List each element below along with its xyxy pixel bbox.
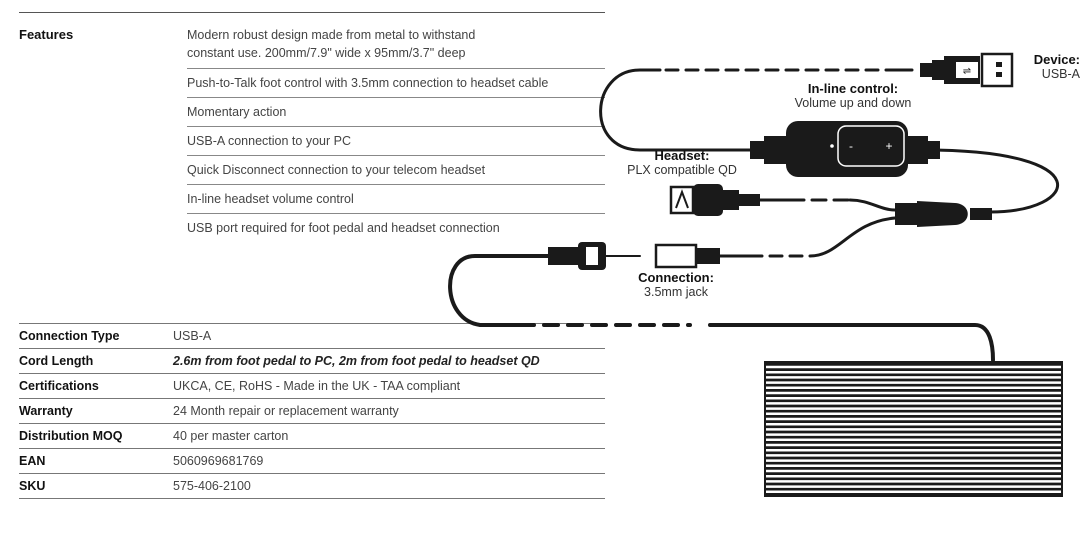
headset-label-sub: PLX compatible QD: [627, 163, 737, 177]
pedal-cable-end: [708, 323, 995, 362]
spec-key: SKU: [19, 479, 46, 493]
headset-label-title: Headset:: [654, 148, 710, 163]
svg-text:⇌: ⇌: [963, 66, 971, 77]
table-row: SKU 575-406-2100: [19, 474, 605, 499]
features-list: Modern robust design made from metal to …: [187, 20, 605, 242]
inline-control-label-title: In-line control:: [807, 81, 899, 96]
spec-value: UKCA, CE, RoHS - Made in the UK - TAA co…: [173, 379, 461, 393]
spec-value: 575-406-2100: [173, 479, 251, 493]
spec-key: Cord Length: [19, 354, 94, 368]
device-label: Device: USB-A: [1014, 52, 1080, 82]
feature-item: Modern robust design made from metal to …: [187, 20, 605, 69]
feature-item: In-line headset volume control: [187, 185, 605, 214]
table-row: Warranty 24 Month repair or replacement …: [19, 399, 605, 424]
spec-value: 40 per master carton: [173, 429, 289, 443]
volume-minus-label: -: [849, 139, 853, 153]
volume-plus-label: +: [885, 139, 892, 153]
spec-key: Certifications: [19, 379, 99, 393]
headset-cable-merge: [848, 198, 897, 212]
inline-to-splitter-cable: [923, 148, 1059, 214]
cable-splitter-icon: [895, 201, 992, 227]
table-row: Distribution MOQ 40 per master carton: [19, 424, 605, 449]
feature-item: Push-to-Talk foot control with 3.5mm con…: [187, 69, 605, 98]
feature-item: Quick Disconnect connection to your tele…: [187, 156, 605, 185]
foot-pedal-icon: [764, 361, 1063, 497]
table-row: EAN 5060969681769: [19, 449, 605, 474]
jack-cable-up: [808, 216, 897, 258]
spec-value: 5060969681769: [173, 454, 264, 468]
headset-qd-connector-icon: [669, 184, 760, 216]
table-row: Certifications UKCA, CE, RoHS - Made in …: [19, 374, 605, 399]
features-top-rule: [19, 12, 605, 13]
connection-label: Connection: 3.5mm jack: [624, 270, 728, 300]
feature-item: USB-A connection to your PC: [187, 127, 605, 156]
features-label: Features: [19, 27, 74, 42]
feature-item-line: constant use. 200mm/7.9" wide x 95mm/3.7…: [187, 46, 466, 60]
usb-plug-icon: ⇌: [920, 52, 1014, 88]
jack-socket-icon: [654, 243, 720, 269]
inline-control-icon: - +: [750, 121, 940, 177]
spec-key: Warranty: [19, 404, 73, 418]
specs-table: Connection Type USB-A Cord Length 2.6m f…: [19, 323, 605, 499]
spec-value: 24 Month repair or replacement warranty: [173, 404, 399, 418]
usb-cable-loop: [599, 68, 762, 152]
spec-value: 2.6m from foot pedal to PC, 2m from foot…: [173, 354, 540, 368]
feature-item: Momentary action: [187, 98, 605, 127]
device-label-title: Device:: [1033, 52, 1080, 67]
table-row: Cord Length 2.6m from foot pedal to PC, …: [19, 349, 605, 374]
feature-item: USB port required for foot pedal and hea…: [187, 221, 500, 235]
table-row: Connection Type USB-A: [19, 323, 605, 349]
pedal-cable: [448, 254, 552, 327]
device-label-sub: USB-A: [1041, 67, 1080, 81]
jack-plug-icon: [548, 242, 606, 270]
inline-control-label: In-line control: Volume up and down: [778, 81, 928, 111]
headset-label: Headset: PLX compatible QD: [614, 148, 750, 178]
connection-label-sub: 3.5mm jack: [644, 285, 708, 299]
spec-key: Connection Type: [19, 329, 120, 343]
spec-key: EAN: [19, 454, 46, 468]
spec-key: Distribution MOQ: [19, 429, 123, 443]
spec-value: USB-A: [173, 329, 212, 343]
connection-label-title: Connection:: [638, 270, 714, 285]
inline-control-label-sub: Volume up and down: [794, 96, 912, 110]
feature-item-line: Modern robust design made from metal to …: [187, 28, 476, 42]
